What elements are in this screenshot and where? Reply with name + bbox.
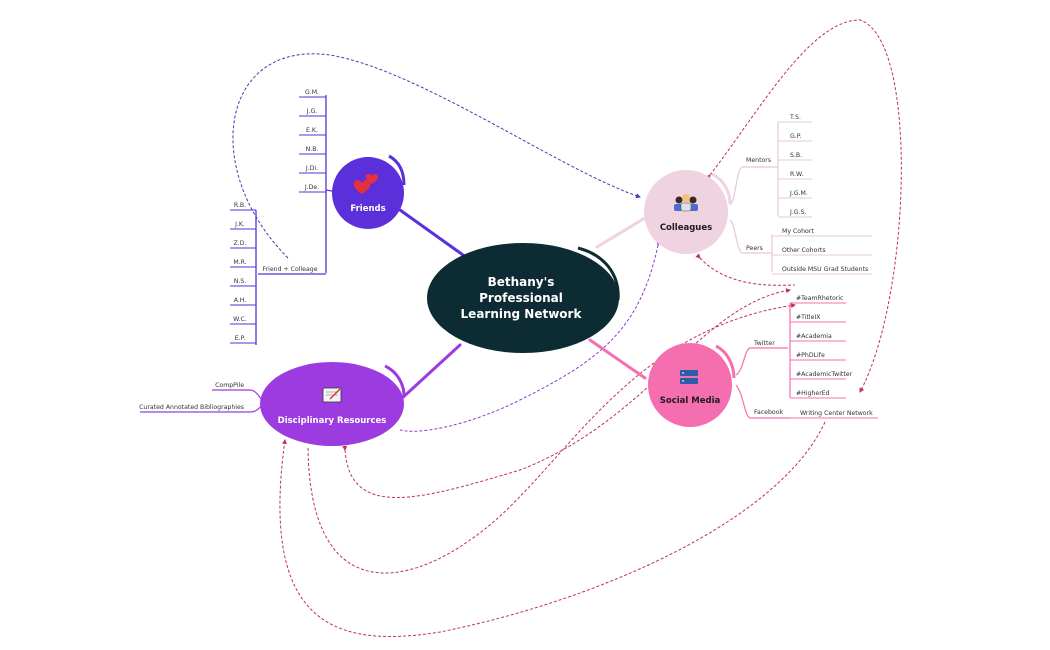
friend-colleague-name[interactable]: R.B. xyxy=(234,202,246,209)
people-group-icon xyxy=(674,194,698,212)
twitter-hashtag[interactable]: #TeamRhetoric xyxy=(796,295,844,302)
friend-colleague-name[interactable]: N.S. xyxy=(234,278,247,285)
friend-colleague-label[interactable]: Friend + Colleage xyxy=(262,266,317,273)
friend-colleague-name-list: R.B. J.K. Z.D. M.R. N.S. A.H. W.C. E.P. xyxy=(230,202,256,344)
facebook-group[interactable]: Writing Center Network xyxy=(800,410,873,417)
twitter-hashtag-list: #TeamRhetoric #TitleIX #Academia #PhDLife #A… xyxy=(790,295,853,399)
friend-colleague-name[interactable]: M.R. xyxy=(233,259,246,266)
central-title-line3: Learning Network xyxy=(461,307,583,321)
friend-colleague-name[interactable]: J.K. xyxy=(234,221,245,228)
friend-colleague-name[interactable]: Z.D. xyxy=(234,240,247,247)
resource-item[interactable]: Curated Annotated Bibliographies xyxy=(139,404,244,411)
friends-branch: G.M. J.G. E.K. N.B. J.Di. J.De. Friend + Coll… xyxy=(230,89,406,345)
colleagues-to-social-link[interactable] xyxy=(695,253,796,286)
mentors-name-list: T.S. G.P. S.B. R.W. J.G.M. J.G.S. xyxy=(778,114,812,218)
twitter-hashtag[interactable]: #AcademicTwitter xyxy=(796,371,853,378)
friend-name[interactable]: G.M. xyxy=(305,89,319,96)
social-media-node[interactable]: Social Media xyxy=(648,343,736,427)
mentor-name[interactable]: T.S. xyxy=(789,114,801,121)
mentor-name[interactable]: J.G.M. xyxy=(789,190,808,197)
peers-label[interactable]: Peers xyxy=(746,245,763,252)
friend-name[interactable]: J.De. xyxy=(304,184,319,191)
facebook-label[interactable]: Facebook xyxy=(754,409,783,416)
main-branches xyxy=(398,208,647,402)
friend-colleague-name[interactable]: E.P. xyxy=(235,335,246,342)
peer-group[interactable]: My Cohort xyxy=(782,228,814,235)
facebook-to-resources-link[interactable] xyxy=(279,421,826,638)
friends-label: Friends xyxy=(350,204,385,214)
twitter-hashtag[interactable]: #Academia xyxy=(796,333,832,340)
book-pencil-icon xyxy=(322,387,342,403)
social-media-label: Social Media xyxy=(660,396,721,406)
colleagues-label: Colleagues xyxy=(660,223,712,233)
server-icon xyxy=(680,370,698,384)
friends-name-list: G.M. J.G. E.K. N.B. J.Di. J.De. xyxy=(299,89,326,193)
resources-node[interactable]: Disciplinary Resources xyxy=(260,362,406,446)
mentor-name[interactable]: R.W. xyxy=(790,171,803,178)
friend-name[interactable]: J.Di. xyxy=(305,165,318,172)
friend-colleague-name[interactable]: W.C. xyxy=(233,316,247,323)
twitter-to-resources-link-1[interactable] xyxy=(342,288,791,498)
twitter-hashtag[interactable]: #HigherEd xyxy=(796,390,830,397)
friends-node[interactable]: Friends xyxy=(332,154,406,229)
hearts-icon xyxy=(353,173,379,194)
social-media-branch: Twitter Facebook #TeamRhetoric #TitleIX #A… xyxy=(648,295,878,427)
colleagues-branch: Mentors Peers T.S. G.P. S.B. R.W. J.G.M. J.G.… xyxy=(644,114,872,275)
central-title-line2: Professional xyxy=(479,291,563,305)
friend-name[interactable]: N.B. xyxy=(306,146,319,153)
mentor-name[interactable]: J.G.S. xyxy=(789,209,806,216)
colleagues-loop-link[interactable] xyxy=(705,19,902,393)
central-node[interactable]: Bethany's Professional Learning Network xyxy=(427,243,620,353)
peer-group[interactable]: Other Cohorts xyxy=(782,247,826,254)
central-title-line1: Bethany's xyxy=(488,275,555,289)
twitter-hashtag[interactable]: #PhDLife xyxy=(796,352,825,359)
peer-group[interactable]: Outside MSU Grad Students xyxy=(782,266,868,273)
friend-name[interactable]: J.G. xyxy=(306,108,318,115)
resources-label: Disciplinary Resources xyxy=(278,416,387,426)
friend-colleague-name[interactable]: A.H. xyxy=(234,297,247,304)
twitter-label[interactable]: Twitter xyxy=(753,340,775,347)
friends-to-colleagues-link[interactable] xyxy=(232,53,641,259)
facebook-group-list: Writing Center Network xyxy=(790,410,878,419)
resource-item[interactable]: CompPile xyxy=(215,382,244,389)
mentors-label[interactable]: Mentors xyxy=(746,157,771,164)
friend-name[interactable]: E.K. xyxy=(306,127,318,134)
twitter-hashtag[interactable]: #TitleIX xyxy=(796,314,821,321)
mentor-name[interactable]: S.B. xyxy=(790,152,802,159)
colleagues-node[interactable]: Colleagues xyxy=(644,170,732,254)
mentor-name[interactable]: G.P. xyxy=(790,133,802,140)
